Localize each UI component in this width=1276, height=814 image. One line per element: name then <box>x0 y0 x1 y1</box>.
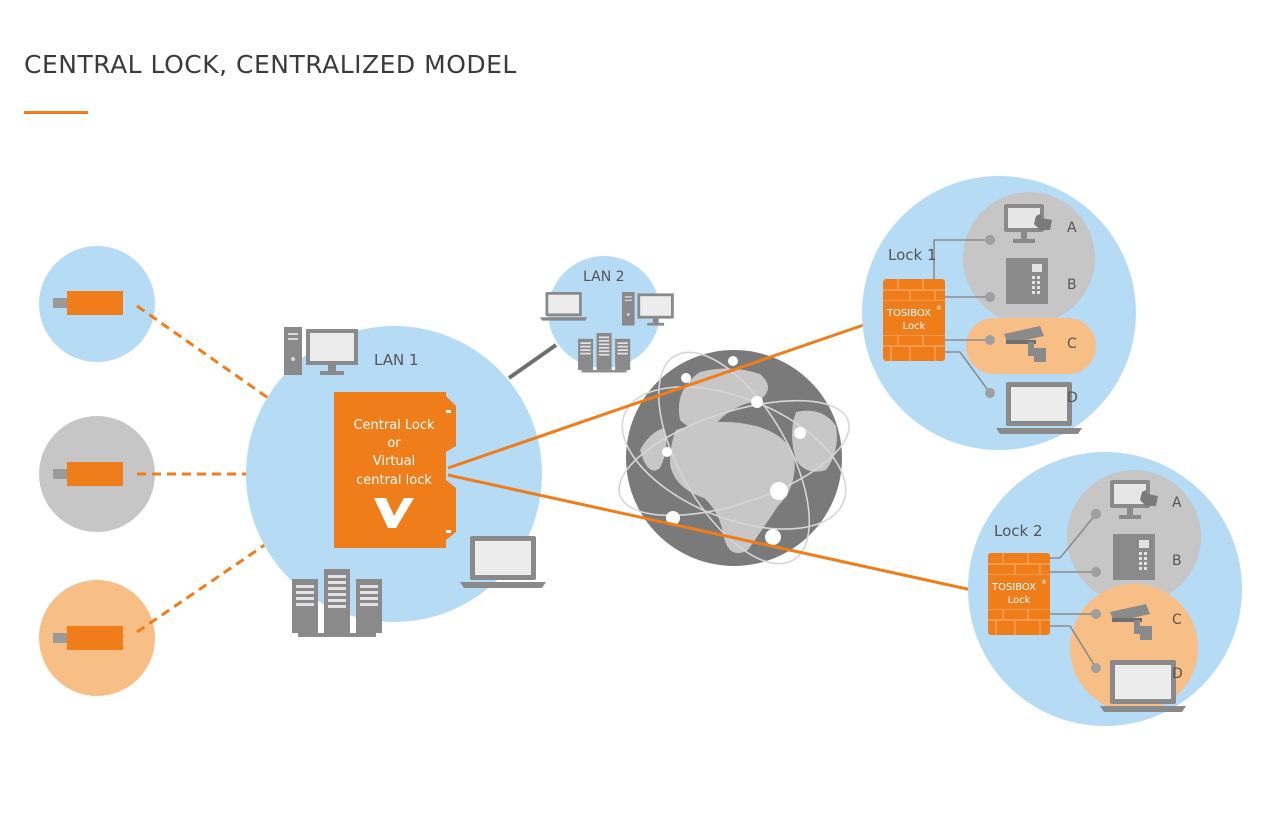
central-line2: or <box>387 436 401 451</box>
lan1-label: LAN 1 <box>374 351 419 369</box>
lock1-device-b: B <box>1067 277 1077 293</box>
lock2-wires <box>1049 513 1097 669</box>
lock2-type: Lock <box>1008 595 1031 606</box>
lock1-brand: TOSIBOX <box>886 308 931 319</box>
globe-icon <box>618 350 850 566</box>
door-panel-icon <box>1006 258 1048 304</box>
lock1-device-d: D <box>1067 390 1078 406</box>
lock1-type: Lock <box>903 321 926 332</box>
central-line4: central lock <box>356 473 432 488</box>
lan-link <box>507 343 558 380</box>
lock1-title: Lock 1 <box>888 246 937 264</box>
lock2-reg: ® <box>1041 579 1047 586</box>
lock1-device-c: C <box>1067 336 1077 352</box>
central-line3: Virtual <box>373 454 415 469</box>
lock2-device-c: C <box>1172 612 1182 628</box>
lan2-circle <box>548 256 660 368</box>
lan2-label: LAN 2 <box>583 269 625 285</box>
server-rack-icon <box>578 333 631 373</box>
central-line1: Central Lock <box>353 418 435 433</box>
lock2-device-d: D <box>1172 666 1183 682</box>
page-title: CENTRAL LOCK, CENTRALIZED MODEL <box>24 50 517 79</box>
lock2-device-a: A <box>1172 495 1182 511</box>
lock2-device-b: B <box>1172 553 1182 569</box>
lock1-reg: ® <box>936 305 942 312</box>
title-rule <box>24 111 88 114</box>
vpn-tunnels <box>447 316 991 596</box>
server-rack-icon <box>292 569 382 637</box>
lock1-device-a: A <box>1067 220 1077 236</box>
logo-v-icon <box>374 498 414 528</box>
door-panel-icon <box>1113 534 1155 580</box>
lock2-brand: TOSIBOX <box>991 582 1036 593</box>
lock2-title: Lock 2 <box>994 522 1043 540</box>
